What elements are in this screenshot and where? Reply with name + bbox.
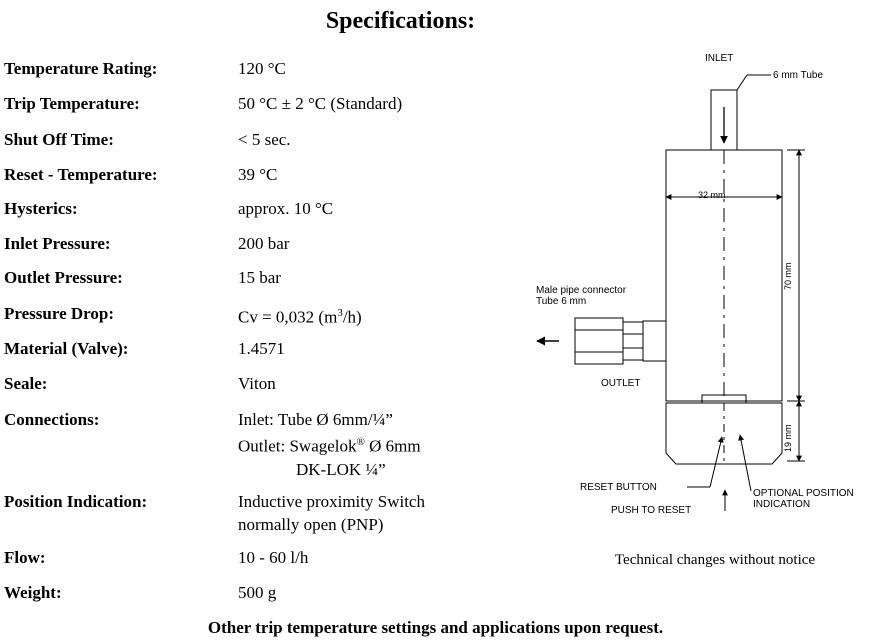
spec-value: 200 bar (238, 234, 290, 253)
spec-label: Hysterics: (4, 199, 78, 218)
spec-value: Viton (238, 374, 276, 393)
outlet-label: OUTLET (601, 378, 640, 389)
reset-button-label: RESET BUTTON (580, 482, 657, 493)
tube-label: 6 mm Tube (773, 70, 823, 81)
spec-label: Outlet Pressure: (4, 268, 123, 287)
technical-notice: Technical changes without notice (614, 552, 816, 568)
width-dimension: 32 mm (698, 190, 726, 200)
page-title: Specifications: (325, 8, 476, 34)
spec-label: Pressure Drop: (4, 304, 115, 323)
spec-value: approx. 10 °C (238, 199, 334, 218)
optional-indication-label-2: INDICATION (753, 499, 810, 510)
spec-label: Shut Off Time: (4, 130, 114, 149)
spec-label: Position Indication: (4, 492, 148, 511)
spec-label: Flow: (4, 548, 46, 567)
spec-label: Material (Valve): (4, 339, 129, 358)
technical-drawing: INLET 6 mm Tube 32 mm 70 mm 19 mm Male p… (536, 53, 854, 516)
spec-label: Weight: (4, 583, 62, 602)
optional-indication-label: OPTIONAL POSITION (753, 488, 854, 499)
spec-label: Seale: (4, 374, 48, 393)
inlet-label: INLET (705, 53, 733, 64)
spec-value: 500 g (238, 583, 277, 602)
height-dimension: 70 mm (783, 262, 793, 290)
footer-note: Other trip temperature settings and appl… (207, 618, 664, 637)
spec-label: Temperature Rating: (4, 59, 158, 78)
spec-value: 39 °C (238, 165, 278, 184)
spec-value: 15 bar (238, 268, 281, 287)
spec-label: Trip Temperature: (4, 94, 140, 113)
spec-value: Inlet: Tube Ø 6mm/¼” Outlet: Swagelok® Ø… (238, 408, 568, 481)
connections-inlet: Inlet: Tube Ø 6mm/¼” (238, 410, 393, 429)
spec-value: 50 °C ± 2 °C (Standard) (238, 94, 403, 113)
spec-value: 120 °C (238, 59, 286, 78)
tube-leader (736, 74, 748, 91)
cap-dimension: 19 mm (783, 424, 793, 452)
connector-label: Male pipe connector (536, 285, 627, 296)
spec-label: Reset - Temperature: (4, 165, 158, 184)
connector-tube-label: Tube 6 mm (536, 296, 586, 307)
spec-value: 10 - 60 l/h (238, 548, 309, 567)
reset-cap (665, 402, 783, 465)
push-to-reset-label: PUSH TO RESET (611, 505, 691, 516)
spec-value: < 5 sec. (238, 130, 291, 149)
connections-dk-lok: DK-LOK ¼” (296, 459, 386, 479)
spec-label: Inlet Pressure: (4, 234, 111, 253)
spec-value: Inductive proximity Switch normally open… (238, 492, 425, 534)
spec-label: Connections: (4, 410, 100, 429)
connections-outlet: Outlet: Swagelok® Ø 6mm (238, 436, 421, 456)
outlet-connector (574, 317, 667, 365)
spec-value: 1.4571 (238, 339, 285, 358)
spec-value: Cv = 0,032 (m3/h) (238, 307, 362, 327)
